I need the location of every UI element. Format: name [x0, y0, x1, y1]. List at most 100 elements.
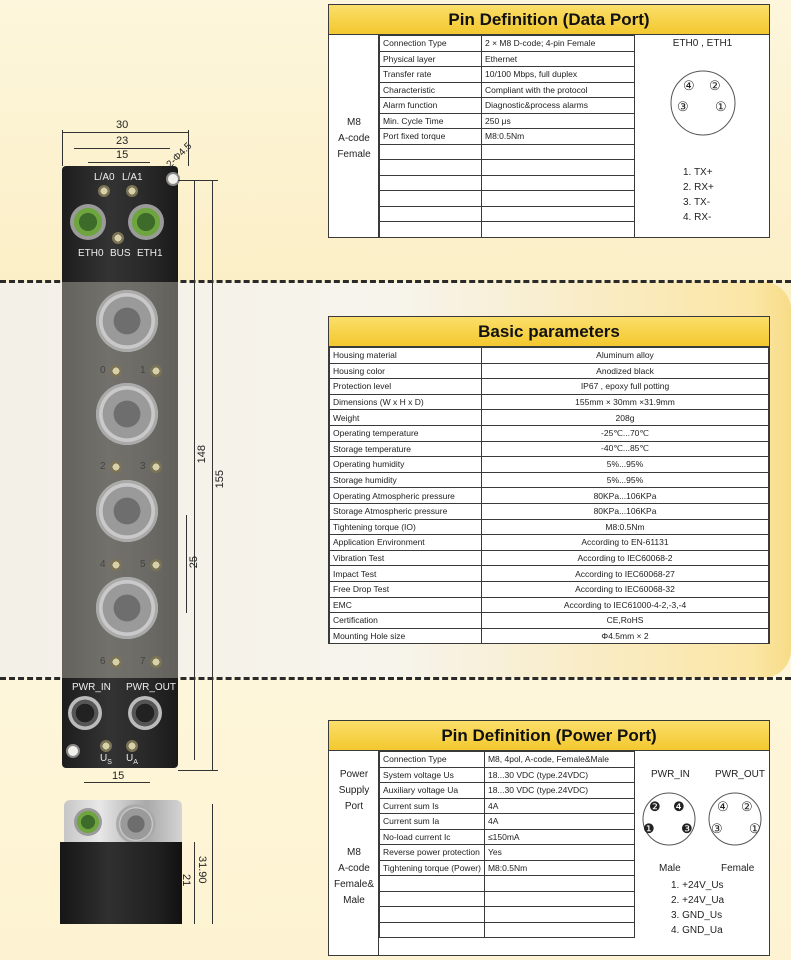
io-connector-6-7: [96, 577, 158, 639]
parameter-value-cell: -25℃...70℃: [481, 424, 769, 442]
dim-line-inner-height: [194, 180, 195, 760]
parameter-value-cell: 155mm × 30mm ×31.9mm: [481, 393, 769, 411]
io-number-2: 2: [100, 461, 106, 472]
io-led-7: [150, 656, 162, 668]
side-connector-left: [74, 808, 102, 836]
led-label-la0: L/A0: [94, 172, 115, 183]
data-port-pin-list: 1. TX+ 2. RX+ 3. TX- 4. RX-: [683, 167, 714, 223]
basic-parameter-row: Operating temperature-25℃...70℃: [329, 424, 769, 442]
parameter-name-cell: No-load current Ic: [379, 828, 485, 845]
parameter-name-cell: Weight: [329, 409, 482, 426]
dim-line-depth: [212, 804, 213, 924]
basic-parameter-row: Dimensions (W x H x D)155mm × 30mm ×31.9…: [329, 393, 769, 411]
pwr-in-connector: [68, 696, 102, 730]
io-led-4: [110, 559, 122, 571]
bus-label: BUS: [110, 248, 131, 259]
dim-pitch: 25: [188, 556, 200, 569]
data-port-row: [379, 143, 635, 160]
io-number-0: 0: [100, 365, 106, 376]
power-port-row: [379, 906, 636, 923]
parameter-name-cell: Application Environment: [329, 534, 482, 551]
parameter-name-cell: [379, 143, 482, 160]
io-led-1: [150, 365, 162, 377]
io-number-6: 6: [100, 656, 106, 667]
parameter-name-cell: Reverse power protection: [379, 844, 485, 861]
data-port-panel: Pin Definition (Data Port) M8 A-code Fem…: [328, 4, 770, 238]
parameter-name-cell: Storage humidity: [329, 471, 482, 489]
parameter-name-cell: Operating temperature: [329, 424, 482, 442]
pin-number-3: ③: [677, 99, 689, 114]
parameter-value-cell: [483, 921, 636, 938]
parameter-name-cell: Current sum Ia: [379, 813, 485, 830]
io-led-3: [150, 461, 162, 473]
parameter-name-cell: Impact Test: [329, 565, 482, 582]
data-port-group-cell: M8 A-code Female: [329, 35, 379, 238]
mounting-hole-top: [166, 172, 180, 186]
parameter-name-cell: [379, 174, 482, 191]
led-ua: [126, 740, 138, 752]
parameter-name-cell: System voltage Us: [379, 766, 485, 783]
parameter-value-cell: [483, 890, 636, 907]
parameter-value-cell: Compliant with the protocol: [481, 81, 635, 98]
parameter-value-cell: Yes: [483, 844, 636, 861]
parameter-value-cell: Ethernet: [481, 50, 635, 67]
dim-line-height: [212, 180, 213, 770]
io-led-5: [150, 559, 162, 571]
data-port-pin-face: [670, 70, 736, 136]
parameter-value-cell: 80KPa...106KPa: [481, 487, 769, 504]
pin-number-4: ④: [683, 78, 695, 93]
parameter-name-cell: Characteristic: [379, 81, 482, 98]
eth0-connector: [70, 204, 106, 240]
pin-number-1: ①: [715, 99, 727, 114]
power-port-group-label-1: Power Supply Port: [338, 769, 370, 812]
parameter-name-cell: Transfer rate: [379, 66, 482, 83]
basic-parameter-row: Tightening torque (IO)M8:0.5Nm: [329, 518, 769, 536]
parameter-name-cell: Dimensions (W x H x D): [329, 393, 482, 411]
dim-depth-body: 21: [180, 874, 192, 887]
parameter-name-cell: Port fixed torque: [379, 128, 482, 145]
male-pin-4: ❹: [673, 799, 685, 814]
parameter-name-cell: [379, 875, 485, 892]
io-number-1: 1: [140, 365, 146, 376]
parameter-name-cell: Housing material: [329, 347, 482, 364]
parameter-value-cell: 80KPa...106KPa: [481, 502, 769, 520]
dim-hole: 2-Φ4.5: [164, 140, 195, 171]
parameter-value-cell: ≤150mA: [483, 828, 636, 845]
parameter-name-cell: Storage temperature: [329, 440, 482, 458]
data-port-row: [379, 174, 635, 191]
dim-height: 155: [214, 470, 226, 489]
parameter-name-cell: [379, 921, 485, 938]
parameter-value-cell: According to IEC60068-27: [481, 565, 769, 582]
female-pin-3: ③: [711, 821, 723, 836]
parameter-value-cell: 5%...95%: [481, 471, 769, 489]
data-port-row: [379, 190, 635, 207]
parameter-value-cell: According to IEC60068-32: [481, 580, 769, 598]
dim-line-width: [62, 132, 188, 133]
parameter-value-cell: 2 × M8 D-code; 4-pin Female: [481, 35, 635, 52]
parameter-name-cell: Connection Type: [379, 751, 485, 768]
parameter-name-cell: Alarm function: [379, 97, 482, 114]
parameter-name-cell: [379, 190, 482, 207]
basic-parameters-title: Basic parameters: [329, 317, 769, 347]
led-la1: [126, 185, 138, 197]
parameter-value-cell: [483, 875, 636, 892]
data-port-diagram-title: ETH0 , ETH1: [672, 38, 733, 49]
parameter-name-cell: Tightening torque (Power): [379, 859, 485, 876]
parameter-value-cell: [483, 906, 636, 923]
power-port-row: [379, 875, 636, 892]
dim-line-inner-width: [74, 148, 170, 149]
parameter-name-cell: Protection level: [329, 378, 482, 395]
parameter-name-cell: Physical layer: [379, 50, 482, 67]
io-number-3: 3: [140, 461, 146, 472]
